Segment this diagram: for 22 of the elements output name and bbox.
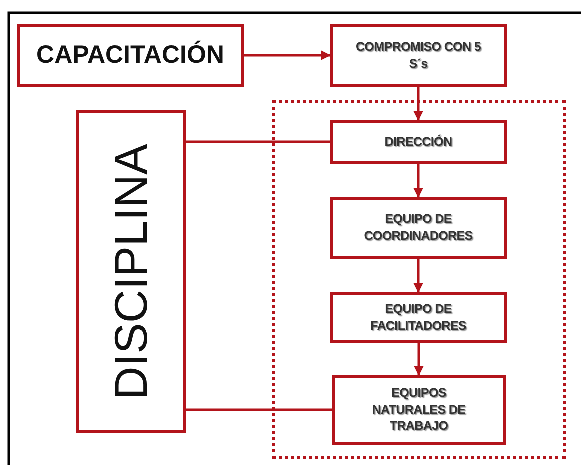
box-label: DIRECCIÓN	[384, 134, 452, 150]
connector-line	[186, 408, 332, 412]
process-box	[17, 24, 244, 87]
process-box	[76, 110, 186, 433]
process-box	[330, 24, 507, 87]
arrow	[244, 50, 331, 60]
process-box	[330, 292, 507, 343]
arrow	[414, 259, 424, 293]
process-box	[332, 375, 506, 445]
connector-line	[186, 140, 330, 144]
arrow	[414, 164, 424, 198]
box-label: EQUIPO DE COORDINADORES	[363, 211, 474, 245]
process-box	[330, 197, 507, 259]
arrow	[414, 87, 424, 121]
box-label: COMPROMISO CON 5 S´s	[355, 38, 482, 72]
box-label: EQUIPOS NATURALES DE TRABAJO	[371, 384, 467, 436]
dotted-group-frame	[272, 100, 566, 459]
arrow	[414, 343, 424, 376]
box-label: EQUIPO DE FACILITADORES	[370, 300, 468, 334]
box-label: CAPACITACIÓN	[36, 41, 224, 70]
box-label: DISCIPLINA	[104, 144, 158, 400]
process-box	[330, 120, 507, 164]
